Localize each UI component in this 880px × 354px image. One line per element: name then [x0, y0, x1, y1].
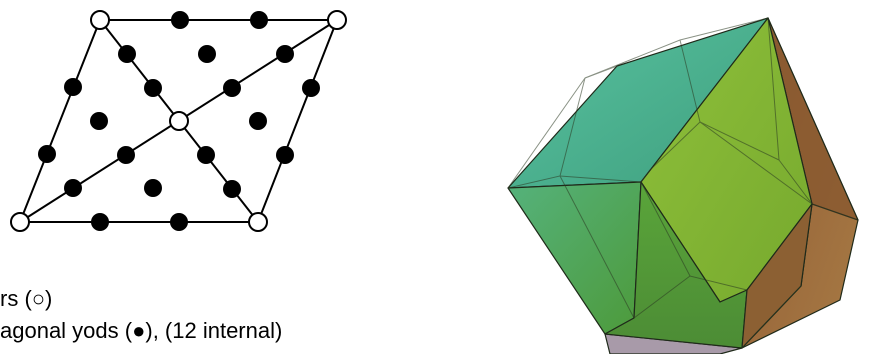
yod	[250, 11, 268, 29]
yod	[171, 11, 189, 29]
yod	[223, 180, 241, 198]
rhombus-lattice-diagram	[10, 10, 347, 232]
yod	[276, 45, 294, 63]
yod	[197, 146, 215, 164]
legend-yods: agonal yods (●), (12 internal)	[0, 318, 283, 343]
yod	[223, 79, 241, 97]
yod	[90, 112, 108, 130]
corner-vertices	[10, 10, 347, 232]
yod	[118, 45, 136, 63]
yods	[38, 11, 320, 231]
yod	[144, 79, 162, 97]
yod	[64, 78, 82, 96]
vertex	[248, 212, 268, 232]
yod	[64, 179, 82, 197]
vertex-center	[169, 111, 189, 131]
yod	[170, 213, 188, 231]
yod	[117, 146, 135, 164]
yod	[144, 179, 162, 197]
vertex	[327, 10, 347, 30]
vertex	[90, 10, 110, 30]
yod	[38, 145, 56, 163]
yod	[302, 79, 320, 97]
yod	[276, 146, 294, 164]
yod	[198, 45, 216, 63]
yod	[249, 112, 267, 130]
yod	[91, 213, 109, 231]
legend-vertices: rs (○)	[0, 286, 53, 311]
hidden-edges	[507, 17, 813, 349]
vertex	[10, 212, 30, 232]
